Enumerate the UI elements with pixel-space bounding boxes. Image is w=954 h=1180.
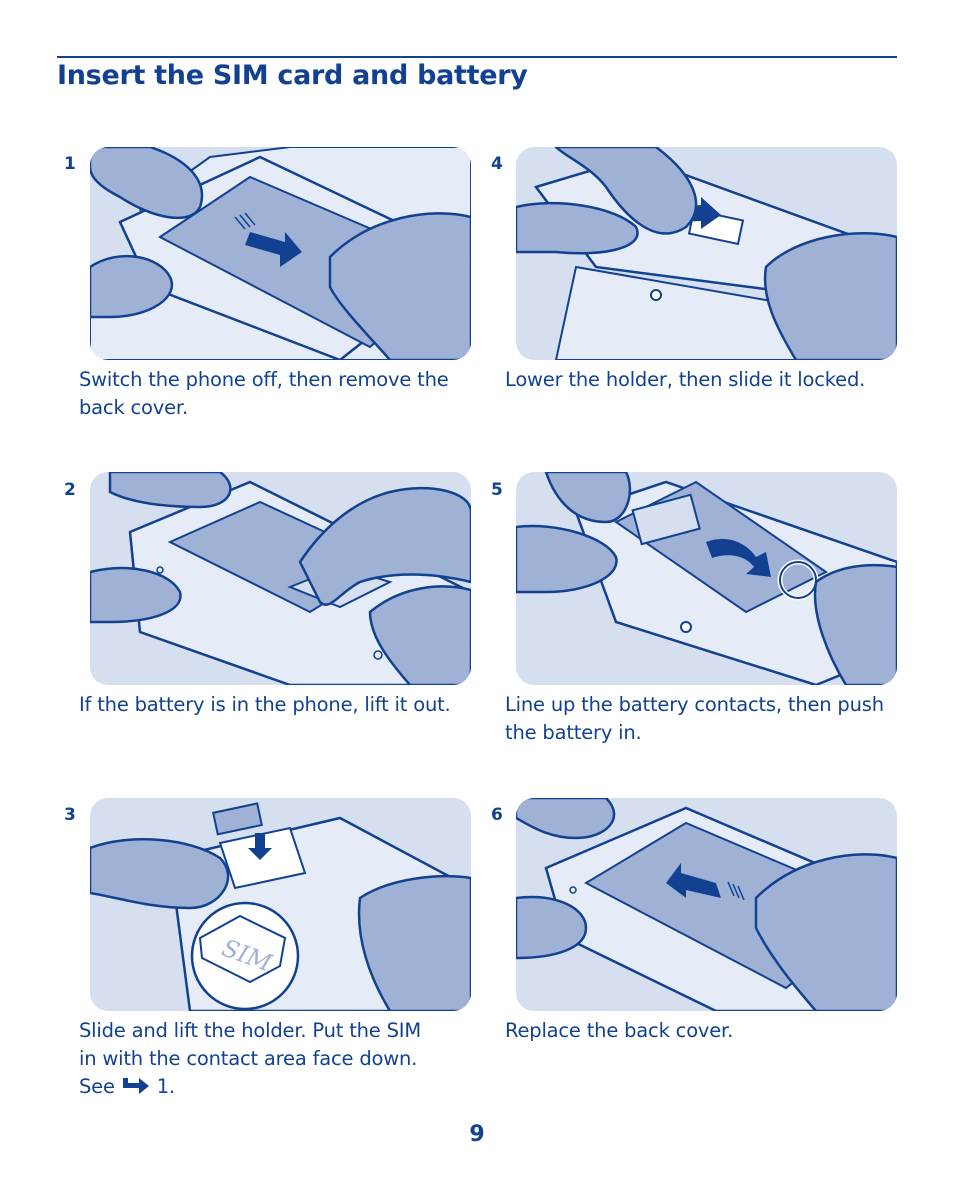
top-rule (57, 56, 897, 58)
step-3-caption-see: See (79, 1075, 115, 1098)
step-number-4: 4 (491, 154, 503, 174)
step-1-caption: Switch the phone off, then remove the ba… (79, 368, 449, 419)
page-title: Insert the SIM card and battery (57, 60, 528, 91)
illustration-lift-battery (90, 472, 471, 685)
step-number-1: 1 (64, 154, 76, 174)
step-3-caption-line1: Slide and lift the holder. Put the SIM (79, 1019, 421, 1042)
page-number: 9 (469, 1122, 485, 1147)
step-3-caption-line2: in with the contact area face down. (79, 1047, 418, 1070)
step-6-caption: Replace the back cover. (505, 1019, 734, 1042)
step-5-caption: Line up the battery contacts, then push … (505, 693, 884, 744)
step-number-5: 5 (491, 480, 503, 500)
step-3-caption: Slide and lift the holder. Put the SIM i… (79, 1017, 479, 1101)
illustration-lock-sim-holder (516, 147, 897, 360)
step-number-2: 2 (64, 480, 76, 500)
illustration-replace-back-cover (516, 798, 897, 1011)
arrow-icon[interactable] (121, 1076, 151, 1096)
illustration-insert-battery (516, 472, 897, 685)
step-number-3: 3 (64, 805, 76, 825)
step-3-caption-ref[interactable]: 1. (156, 1075, 175, 1098)
illustration-insert-sim: SIM (90, 798, 471, 1011)
step-4-caption: Lower the holder, then slide it locked. (505, 368, 866, 391)
step-2-caption: If the battery is in the phone, lift it … (79, 693, 451, 716)
step-number-6: 6 (491, 805, 503, 825)
illustration-remove-back-cover (90, 147, 471, 360)
